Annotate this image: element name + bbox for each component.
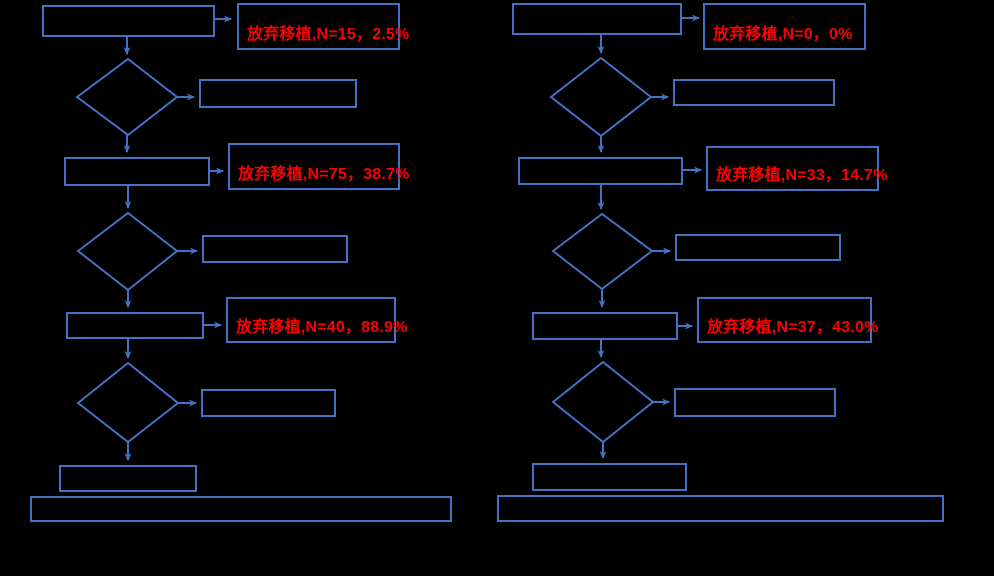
right-abandon-label-box-1: 放弃移植,N=0，0% (703, 3, 866, 50)
right-abandon-label-1: 放弃移植,N=0，0% (713, 26, 853, 43)
left-abandon-label-box-2: 放弃移植,N=75，38.7% (228, 143, 409, 190)
right-side-box-1 (673, 79, 835, 106)
right-process-box-2 (518, 157, 683, 185)
left-side-box-1 (199, 79, 357, 108)
right-abandon-label-3: 放弃移植,N=37，43.0% (707, 319, 879, 336)
right-decision-3 (551, 360, 655, 444)
right-end-box (532, 463, 687, 491)
left-decision-2 (76, 211, 179, 292)
left-side-box-3 (201, 389, 336, 417)
right-start-box (512, 3, 682, 35)
left-decision-1 (75, 57, 179, 137)
left-process-box-3 (66, 312, 204, 339)
right-decision-2 (551, 212, 654, 291)
right-side-box-2 (675, 234, 841, 261)
left-side-box-2 (202, 235, 348, 263)
left-abandon-label-box-1: 放弃移植,N=15，2.5% (237, 3, 409, 50)
left-end-box (59, 465, 197, 492)
right-process-box-3 (532, 312, 678, 340)
left-footer-box (30, 496, 452, 522)
left-abandon-label-2: 放弃移植,N=75，38.7% (238, 166, 410, 183)
right-abandon-label-box-3: 放弃移植,N=37，43.0% (697, 297, 878, 343)
left-start-box (42, 5, 215, 37)
right-side-box-3 (674, 388, 836, 417)
right-abandon-label-box-2: 放弃移植,N=33，14.7% (706, 146, 887, 191)
left-decision-3 (76, 361, 180, 444)
left-process-box-2 (64, 157, 210, 186)
right-abandon-label-2: 放弃移植,N=33，14.7% (716, 167, 888, 184)
left-abandon-label-box-3: 放弃移植,N=40，88.9% (226, 297, 407, 343)
left-abandon-label-1: 放弃移植,N=15，2.5% (247, 26, 410, 43)
right-decision-1 (549, 56, 653, 138)
right-footer-box (497, 495, 944, 522)
left-abandon-label-3: 放弃移植,N=40，88.9% (236, 319, 408, 336)
